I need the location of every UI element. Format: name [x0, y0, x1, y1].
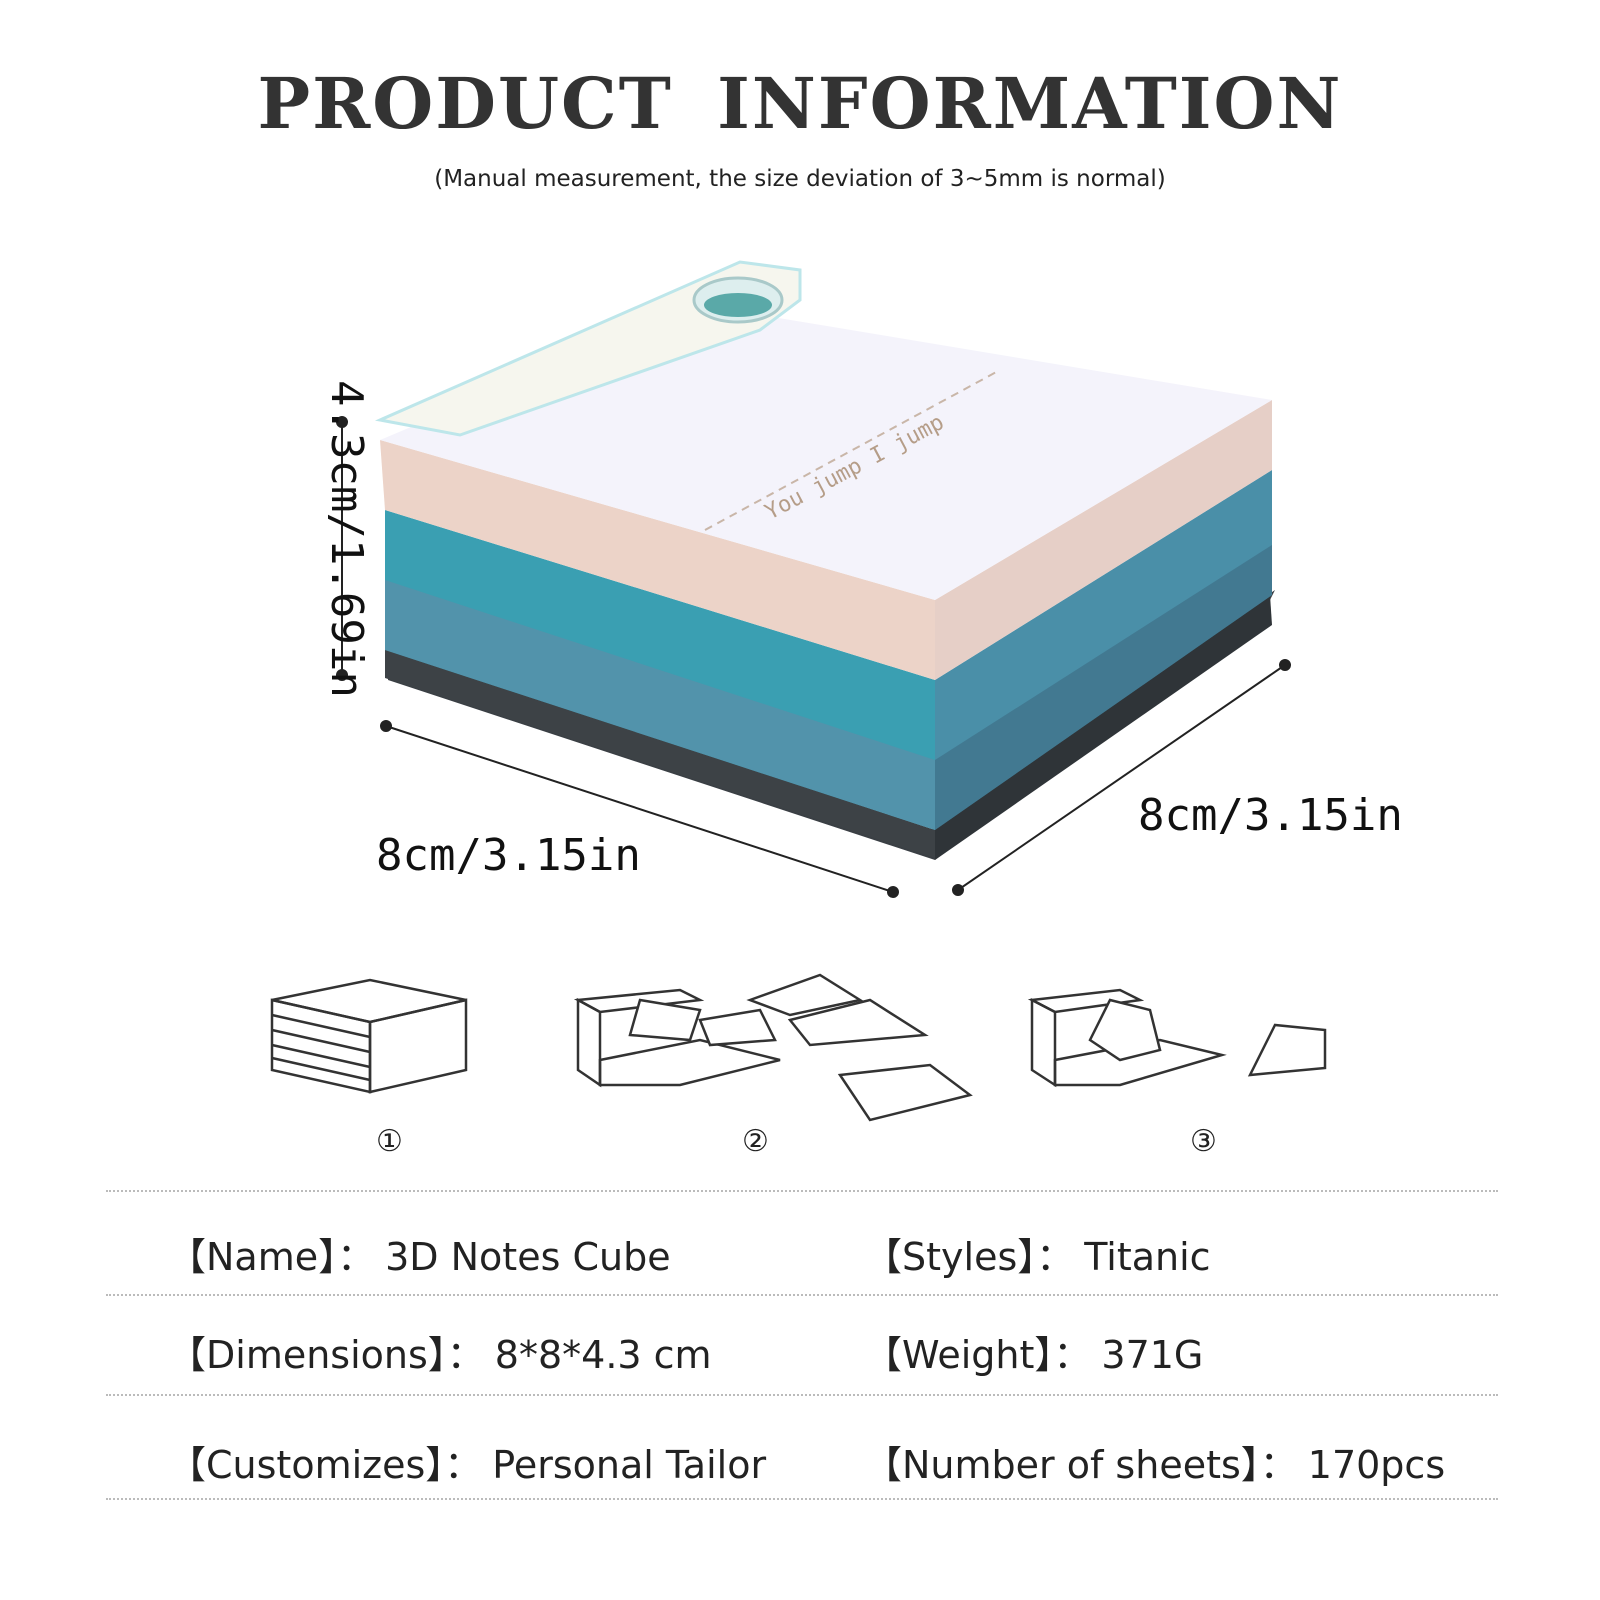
spec-value: 3D Notes Cube — [385, 1235, 671, 1279]
spec-value: Personal Tailor — [492, 1443, 767, 1487]
divider — [106, 1294, 1498, 1296]
spec-dimensions: 【Dimensions】：8*8*4.3 cm — [168, 1324, 712, 1379]
divider — [106, 1394, 1498, 1396]
spec-key: 【Weight】： — [864, 1333, 1092, 1377]
step-2-icon — [573, 973, 973, 1122]
spec-value: 170pcs — [1307, 1443, 1446, 1487]
spec-weight: 【Weight】：371G — [864, 1324, 1203, 1379]
width-label: 8cm/3.15in — [376, 830, 641, 881]
spec-key: 【Number of sheets】： — [864, 1443, 1298, 1487]
spec-styles: 【Styles】：Titanic — [864, 1226, 1211, 1281]
divider — [106, 1498, 1498, 1500]
step-3-icon — [1027, 988, 1327, 1088]
spec-key: 【Customizes】： — [168, 1443, 483, 1487]
spec-name: 【Name】：3D Notes Cube — [168, 1226, 671, 1281]
spec-sheets: 【Number of sheets】：170pcs — [864, 1434, 1445, 1489]
depth-label: 8cm/3.15in — [1138, 790, 1403, 841]
spec-key: 【Dimensions】： — [168, 1333, 485, 1377]
page-title: PRODUCT INFORMATION — [257, 62, 1343, 145]
notes-cube: You jump I jump — [374, 260, 1275, 860]
spec-key: 【Styles】： — [864, 1235, 1075, 1279]
spec-customizes: 【Customizes】：Personal Tailor — [168, 1434, 766, 1489]
divider — [106, 1190, 1498, 1192]
step-3-label: ③ — [1190, 1124, 1217, 1159]
spec-value: Titanic — [1084, 1235, 1211, 1279]
spec-key: 【Name】： — [168, 1235, 376, 1279]
page-subtitle: (Manual measurement, the size deviation … — [434, 166, 1166, 192]
step-2-label: ② — [742, 1124, 769, 1159]
height-label: 4.3cm/1.69in — [321, 380, 372, 698]
spec-value: 371G — [1101, 1333, 1204, 1377]
step-1-label: ① — [376, 1124, 403, 1159]
step-1-icon — [270, 978, 468, 1094]
spec-value: 8*8*4.3 cm — [494, 1333, 712, 1377]
dimension-lines — [336, 416, 1291, 898]
